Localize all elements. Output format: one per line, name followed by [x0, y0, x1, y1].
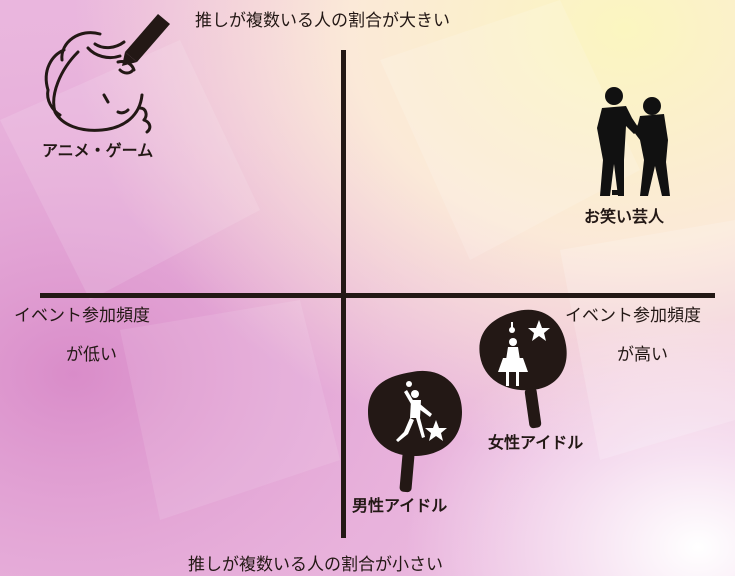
category-label-male-idol: 男性アイドル: [352, 496, 448, 515]
anime-girl-icon: [44, 31, 152, 134]
axis-label-top: 推しが複数いる人の割合が大きい: [195, 11, 450, 31]
pen-icon: [122, 14, 170, 66]
axis-label-left-line1: イベント参加頻度: [14, 306, 150, 326]
axis-label-right-line2: が高い: [617, 345, 668, 365]
horizontal-axis: [40, 293, 715, 298]
comedian-duo-icon: [597, 87, 670, 196]
axis-label-bottom: 推しが複数いる人の割合が小さい: [188, 555, 443, 575]
female-idol-uchiwa-icon: [479, 309, 567, 429]
male-idol-uchiwa-icon: [368, 370, 462, 493]
category-label-comedian: お笑い芸人: [584, 207, 665, 226]
category-label-female-idol: 女性アイドル: [488, 433, 584, 452]
category-label-anime: アニメ・ゲーム: [42, 141, 154, 160]
axis-label-left-line2: が低い: [66, 345, 117, 365]
axis-label-right-line1: イベント参加頻度: [565, 306, 701, 326]
